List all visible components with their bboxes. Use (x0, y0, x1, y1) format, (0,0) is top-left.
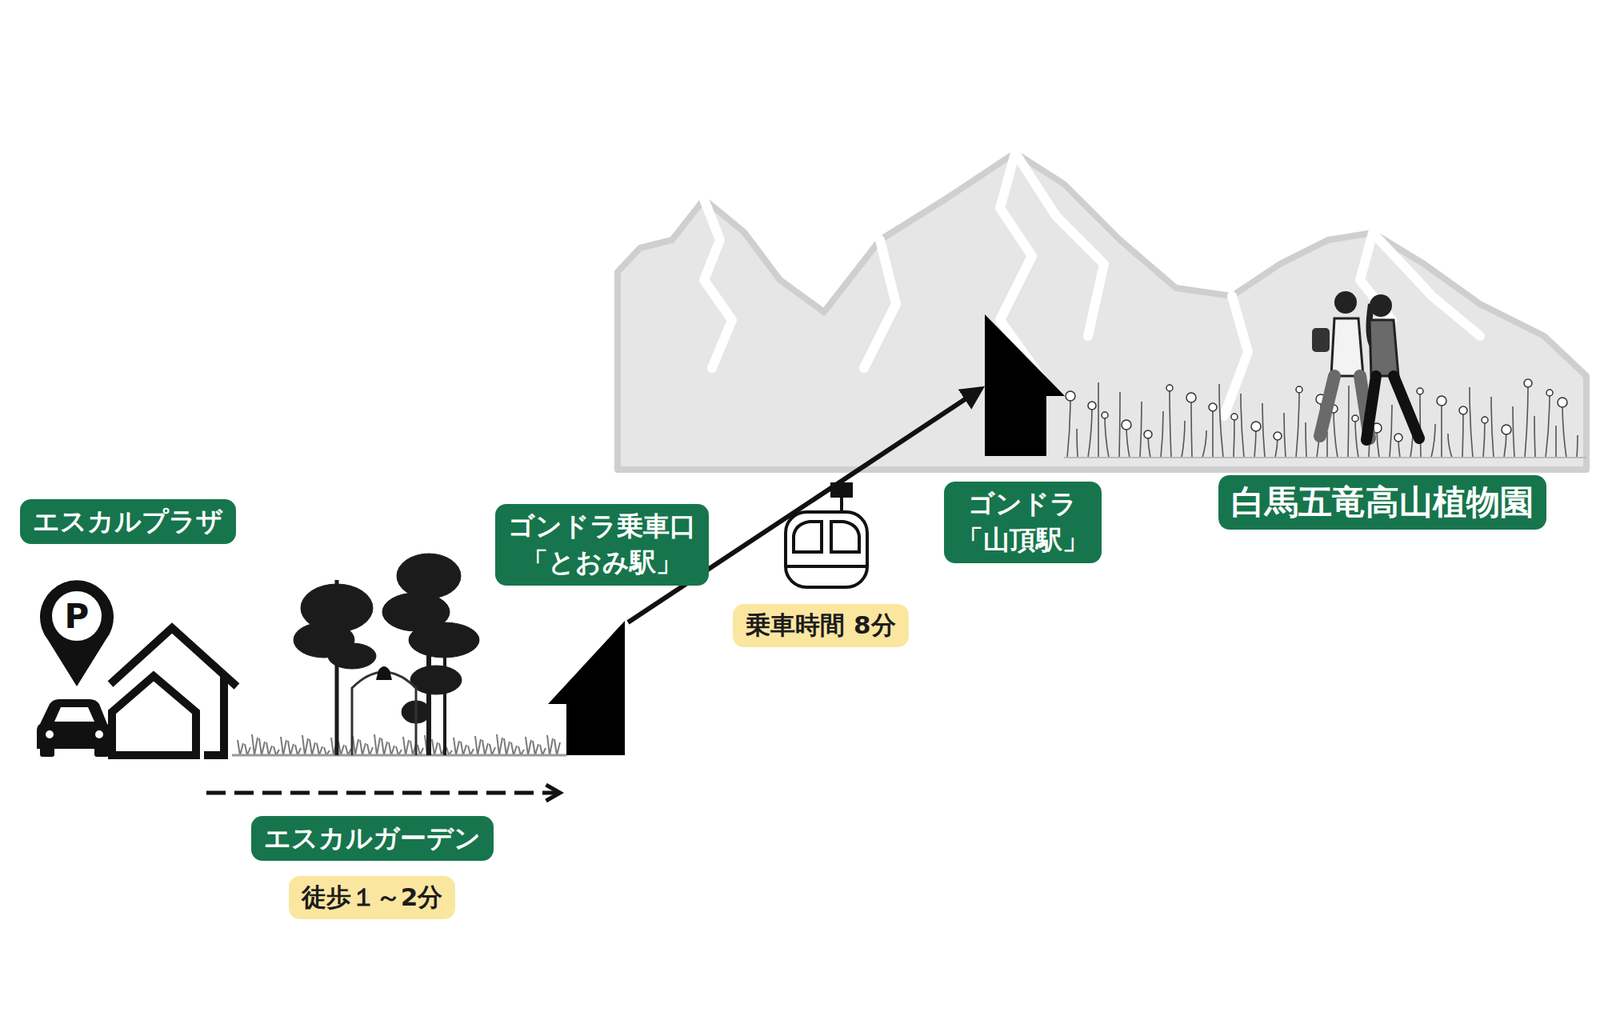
node-text: 徒歩１～2分 (301, 880, 444, 915)
parking-pin (40, 580, 114, 687)
plaza-building (110, 628, 237, 756)
walk-arrow (206, 791, 560, 796)
base-station (548, 620, 625, 756)
summit-station (984, 314, 1065, 456)
node-text: ゴンドラ 「山頂駅」 (956, 486, 1089, 558)
parking-letter: P (64, 596, 90, 636)
gondola-cabin (785, 482, 868, 588)
time-label: 乗車時間 8分 (732, 604, 908, 648)
node-text: 乗車時間 8分 (745, 608, 896, 643)
node-text: 白馬五竜高山植物園 (1231, 480, 1534, 526)
node-text: エスカルプラザ (32, 504, 224, 540)
hikers (1312, 291, 1420, 440)
station-label: ゴンドラ乗車口 「とおみ駅」 (495, 504, 709, 585)
node-text: ゴンドラ乗車口 「とおみ駅」 (508, 508, 696, 580)
grass-field (232, 734, 567, 756)
time-label: 徒歩１～2分 (288, 876, 456, 920)
station-label: ゴンドラ 「山頂駅」 (944, 481, 1102, 563)
car-icon (36, 699, 112, 757)
place-label: エスカルガーデン (251, 816, 494, 862)
garden-bell-arch (352, 666, 416, 756)
trees (293, 553, 480, 756)
place-label: エスカルプラザ (20, 499, 236, 545)
mountain-range (617, 152, 1587, 470)
node-text: エスカルガーデン (264, 820, 481, 857)
place-label: 白馬五竜高山植物園 (1218, 475, 1547, 531)
